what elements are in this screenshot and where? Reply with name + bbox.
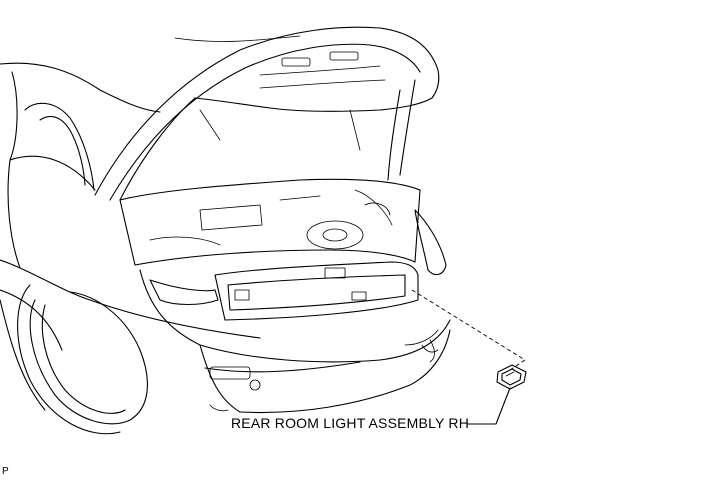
callout-leader-line	[467, 387, 511, 425]
leader-dashed-line	[411, 289, 526, 371]
rear-room-light-assembly-part	[496, 364, 527, 390]
figure-code: P	[2, 466, 9, 477]
callout-label: REAR ROOM LIGHT ASSEMBLY RH	[231, 415, 470, 431]
trunk-lid	[94, 26, 440, 201]
trunk-interior	[119, 178, 421, 321]
car-body	[0, 62, 451, 414]
rear-wheel	[0, 284, 148, 435]
